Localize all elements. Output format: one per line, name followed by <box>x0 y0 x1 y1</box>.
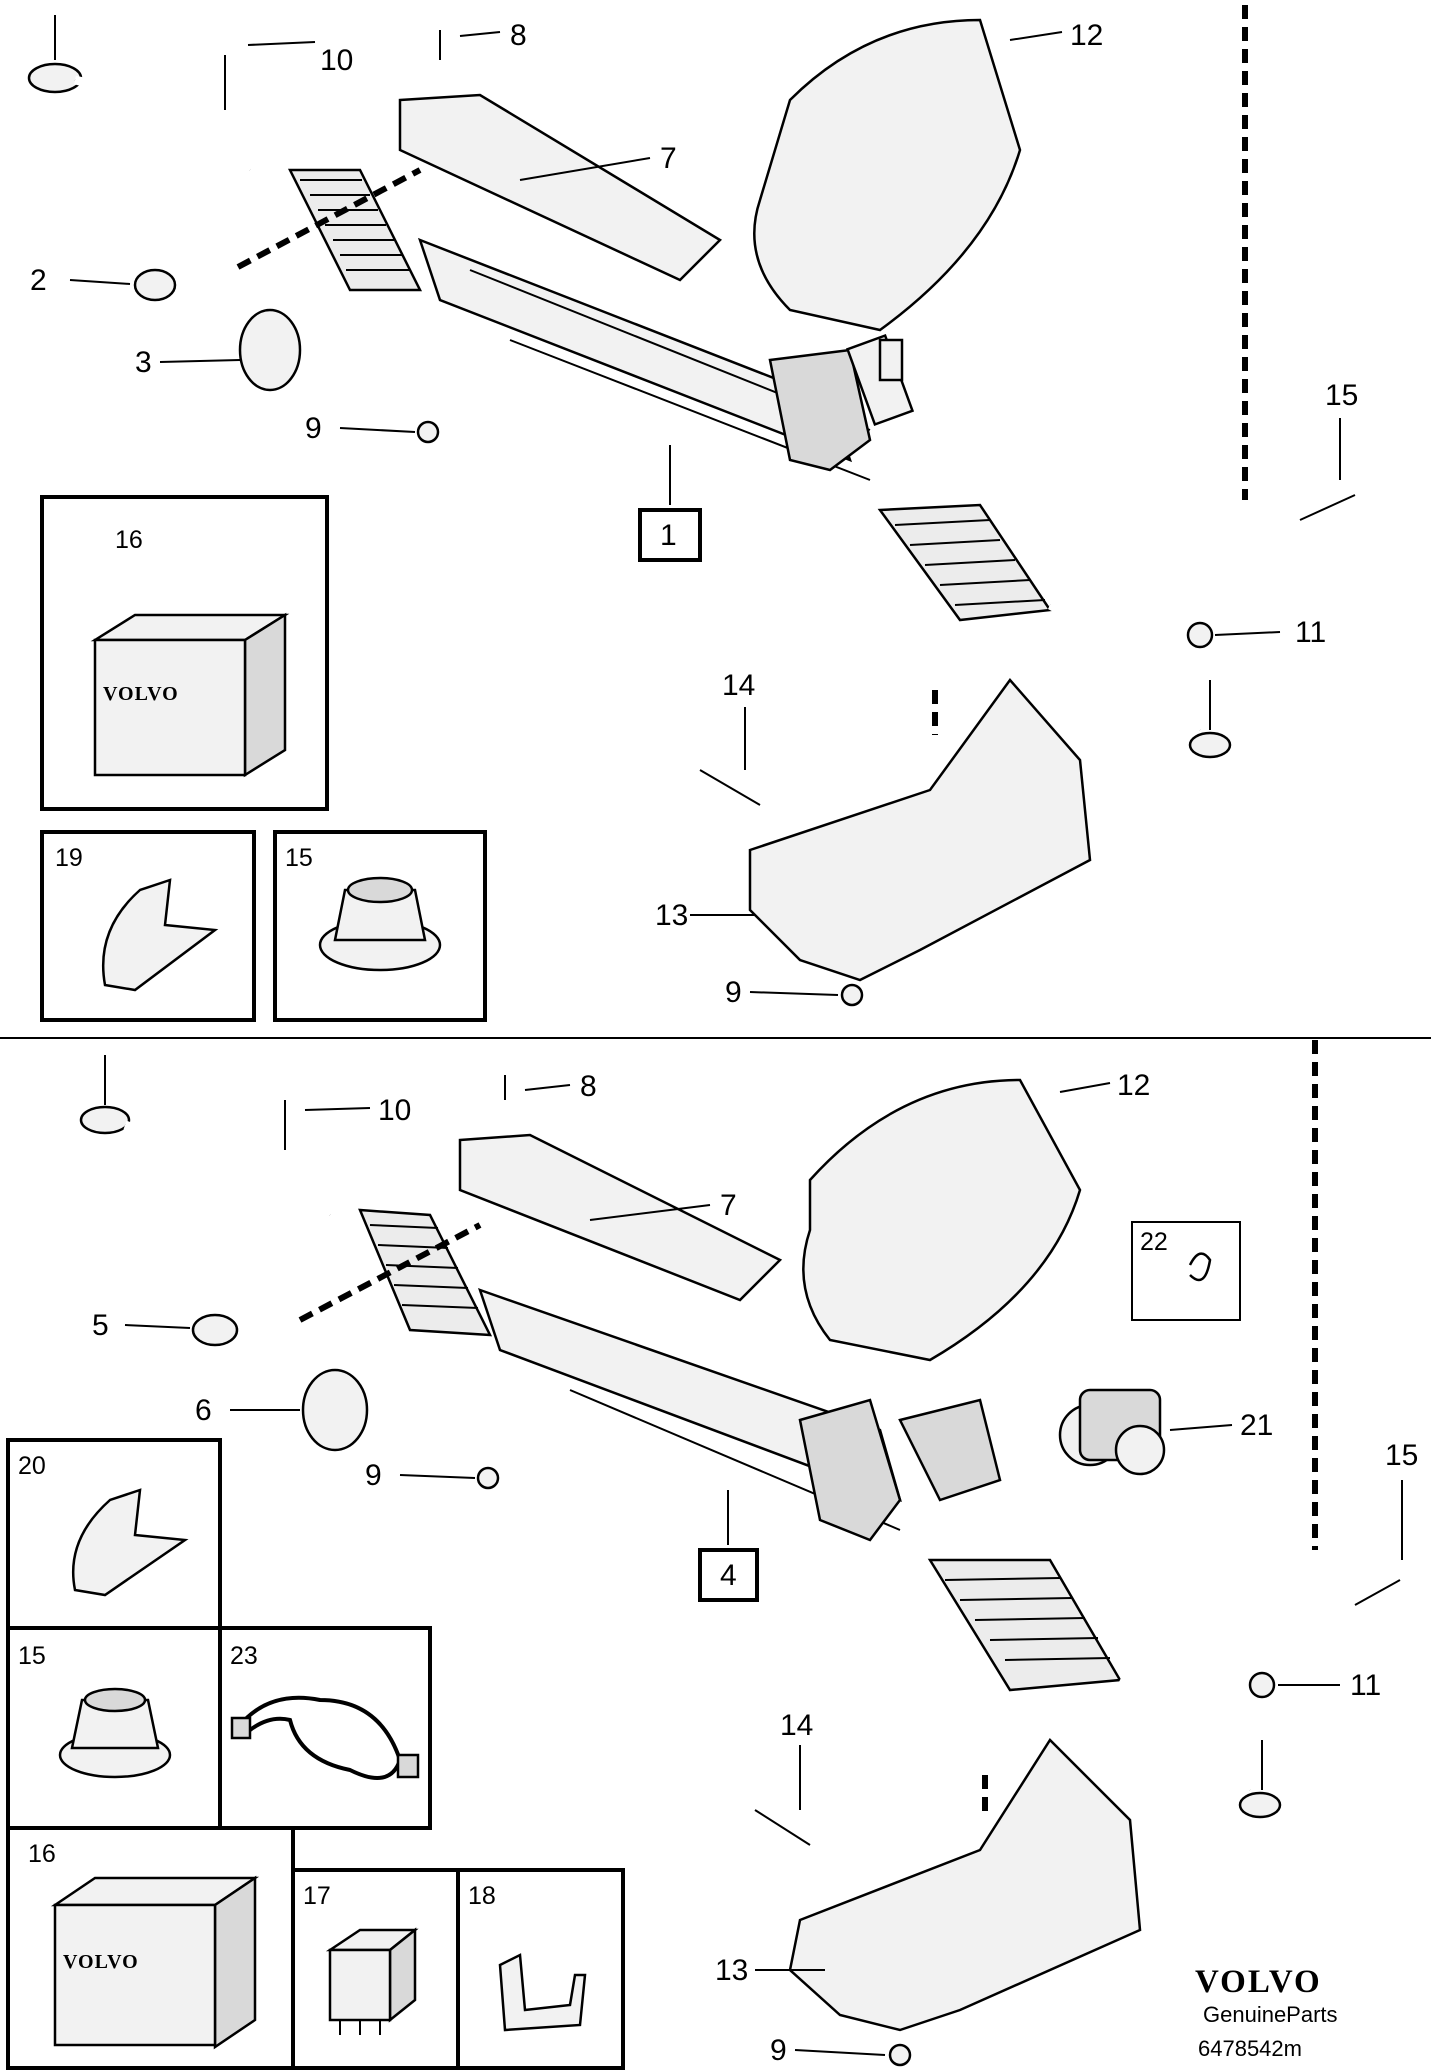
callout-21: 21 <box>1240 1409 1273 1442</box>
callout-8: 8 <box>510 19 527 52</box>
bolt-14-b <box>754 1809 811 1846</box>
nut-9a <box>416 420 440 444</box>
box-label-18: 18 <box>468 1882 496 1910</box>
nut-9c <box>476 1466 500 1490</box>
top-assembly: 10 8 7 12 2 3 9 1 15 11 14 13 9 16 VOLVO… <box>27 5 1358 1022</box>
callout-12: 12 <box>1070 19 1103 52</box>
box-label-17: 17 <box>303 1882 331 1910</box>
rack-boot-right <box>877 503 1053 622</box>
nut-9b <box>840 983 864 1007</box>
kit-box-19: 19 <box>40 830 256 1022</box>
callout-1-box: 1 <box>638 508 702 562</box>
kit-box-20: 20 <box>6 1438 222 1630</box>
footer-branding: VOLVO GenuineParts 6478542m <box>1195 1964 1338 2061</box>
callout-9d: 9 <box>770 2034 787 2067</box>
bolt-15-b <box>1354 1579 1401 1606</box>
clamp-5 <box>191 1313 239 1347</box>
rack-boot-right-b <box>927 1558 1123 1692</box>
nut-11 <box>1186 621 1214 649</box>
callout-3: 3 <box>135 346 152 379</box>
callout-10: 10 <box>320 44 353 77</box>
volvo-label-box16b: VOLVO <box>63 1951 139 1973</box>
bottom-assembly: 22 10 8 7 12 5 6 9 <box>6 1040 1418 2070</box>
heat-shield-13 <box>748 677 1092 982</box>
o-ring-box-22: 22 <box>1131 1221 1241 1321</box>
kit-box-15-top: 15 <box>273 830 487 1022</box>
pinion-valve-housing-b <box>798 1398 1002 1542</box>
footer-sub: GenuineParts <box>1203 2002 1338 2027</box>
callout-5: 5 <box>92 1309 109 1342</box>
box-label-23: 23 <box>230 1642 258 1670</box>
valve-21 <box>1058 1388 1166 1476</box>
box-label-19: 19 <box>55 844 83 872</box>
heat-shield-7-b <box>458 1133 783 1302</box>
callout-14a: 14 <box>722 669 755 702</box>
callout-9c: 9 <box>365 1459 382 1492</box>
callout-15a: 15 <box>1325 379 1358 412</box>
bolt-15 <box>1299 494 1356 521</box>
kit-box-23: 23 <box>218 1626 432 1830</box>
box-label-20: 20 <box>18 1452 46 1480</box>
kit-box-16-bottom: 16 VOLVO <box>6 1826 295 2070</box>
kit-box-18: 18 <box>456 1868 625 2070</box>
tie-rod-end-right-b <box>1117 1675 1282 1819</box>
box-label-22: 22 <box>1140 1228 1168 1256</box>
callout-4: 4 <box>720 1559 737 1592</box>
rack-boot-left-b <box>358 1208 493 1337</box>
kit-box-17: 17 <box>291 1868 460 2070</box>
footer-brand: VOLVO <box>1195 1964 1322 2000</box>
callout-7: 7 <box>660 142 677 175</box>
bolt-14 <box>699 769 761 806</box>
kit-box-16-top: 16 VOLVO <box>40 495 329 811</box>
callout-14b: 14 <box>780 1709 813 1742</box>
tie-rod-end-right <box>1047 600 1232 759</box>
callout-13b: 13 <box>715 1954 748 1987</box>
box-label-16b: 16 <box>28 1840 56 1868</box>
callout-11b: 11 <box>1350 1669 1381 1702</box>
callout-1: 1 <box>660 519 677 552</box>
nut-11-b <box>1248 1671 1276 1699</box>
pinion-valve-housing <box>768 333 915 472</box>
callout-9a: 9 <box>305 412 322 445</box>
heat-shield-13-b <box>788 1738 1142 2032</box>
callout-9b: 9 <box>725 976 742 1009</box>
box-label-15b: 15 <box>18 1642 46 1670</box>
callout-11a: 11 <box>1295 616 1326 649</box>
footer-ref: 6478542m <box>1198 2036 1302 2061</box>
clamp-2 <box>133 268 177 302</box>
kit-box-15-bottom: 15 <box>6 1626 222 1830</box>
heat-shield-12 <box>753 18 1022 332</box>
callout-6: 6 <box>195 1394 212 1427</box>
clamp-6 <box>301 1368 369 1452</box>
heat-shield-7 <box>398 93 723 282</box>
rack-boot-left <box>287 168 423 292</box>
tie-rod-end-left-b <box>79 1055 332 1220</box>
clamp-3 <box>238 308 302 392</box>
callout-10b: 10 <box>378 1094 411 1127</box>
callout-7b: 7 <box>720 1189 737 1222</box>
heat-shield-12-b <box>802 1078 1082 1362</box>
callout-12b: 12 <box>1117 1069 1150 1102</box>
callout-2: 2 <box>30 264 47 297</box>
callout-4-box: 4 <box>698 1548 759 1602</box>
volvo-label-box16: VOLVO <box>103 683 179 705</box>
nut-9d <box>888 2043 912 2067</box>
box-label-16: 16 <box>115 526 143 554</box>
callout-13a: 13 <box>655 899 688 932</box>
callout-15b: 15 <box>1385 1439 1418 1472</box>
box-label-15: 15 <box>285 844 313 872</box>
tie-rod-end-left <box>27 15 252 175</box>
callout-8b: 8 <box>580 1070 597 1103</box>
